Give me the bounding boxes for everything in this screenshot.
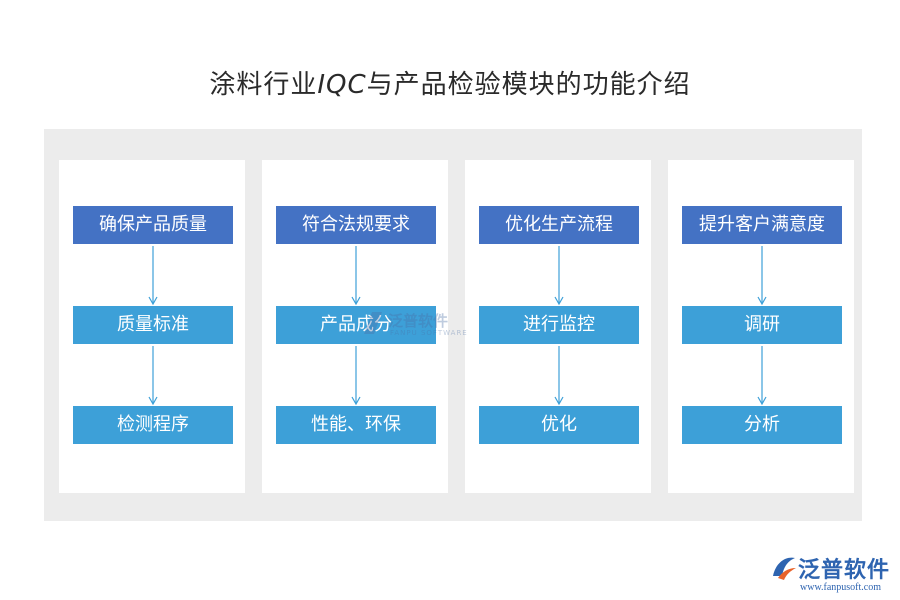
node-quality-standard: 质量标准 — [73, 306, 233, 344]
arrow-compliance-1 — [351, 246, 361, 306]
node-performance-eco: 性能、环保 — [276, 406, 436, 444]
node-survey: 调研 — [682, 306, 842, 344]
node-test-procedure: 检测程序 — [73, 406, 233, 444]
diagram-title: 涂料行业IQC与产品检验模块的功能介绍 — [0, 64, 900, 104]
node-optimize: 优化 — [479, 406, 639, 444]
column-quality: 确保产品质量 质量标准 检测程序 — [59, 160, 245, 493]
arrow-compliance-2 — [351, 346, 361, 406]
title-highlight: IQC — [317, 70, 367, 100]
title-prefix: 涂料行业 — [209, 70, 318, 100]
arrow-quality-1 — [148, 246, 158, 306]
node-product-composition: 产品成分 — [276, 306, 436, 344]
column-process: 优化生产流程 进行监控 优化 — [465, 160, 651, 493]
arrow-satisfaction-2 — [757, 346, 767, 406]
brand-name: 泛普软件 — [798, 558, 891, 583]
column-satisfaction: 提升客户满意度 调研 分析 — [668, 160, 854, 493]
node-head-quality: 确保产品质量 — [73, 206, 233, 244]
arrow-quality-2 — [148, 346, 158, 406]
brand-logo: 泛普软件 www.fanpusoft.com — [770, 552, 894, 598]
node-analysis: 分析 — [682, 406, 842, 444]
diagram-panel: 确保产品质量 质量标准 检测程序 符合法规要求 产品成分 性能、环保 优化生产流… — [44, 129, 862, 521]
node-monitoring: 进行监控 — [479, 306, 639, 344]
brand-url: www.fanpusoft.com — [800, 582, 882, 593]
brand-logo-icon — [773, 557, 796, 580]
node-head-process: 优化生产流程 — [479, 206, 639, 244]
node-head-compliance: 符合法规要求 — [276, 206, 436, 244]
node-head-satisfaction: 提升客户满意度 — [682, 206, 842, 244]
title-suffix: 与产品检验模块的功能介绍 — [366, 70, 691, 100]
arrow-process-2 — [554, 346, 564, 406]
arrow-process-1 — [554, 246, 564, 306]
column-compliance: 符合法规要求 产品成分 性能、环保 — [262, 160, 448, 493]
arrow-satisfaction-1 — [757, 246, 767, 306]
